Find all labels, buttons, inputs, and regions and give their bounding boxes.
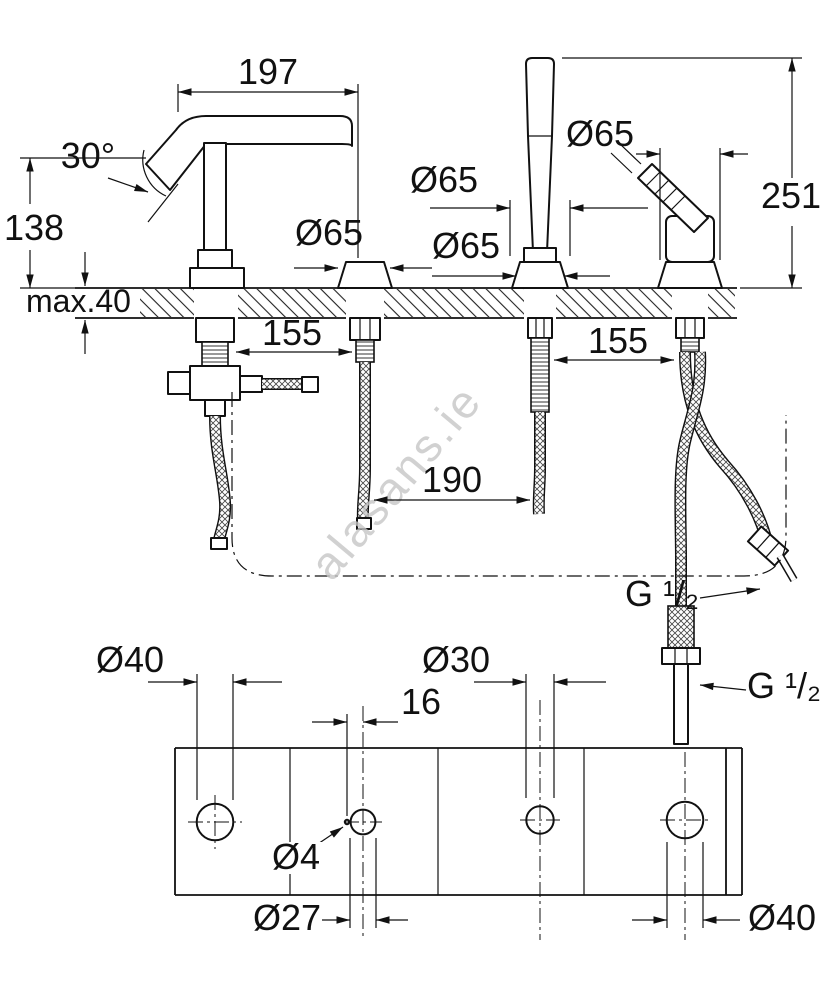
dim-spout-reach: 197 — [238, 51, 298, 92]
dim-thread-tail: G ¹/₂ — [747, 665, 821, 706]
dim-escutcheon-3-upper: Ø65 — [410, 159, 478, 200]
dim-deck-thickness: max.40 — [26, 283, 131, 319]
valve-trim — [337, 261, 393, 530]
dim-hole-spout: Ø40 — [96, 639, 164, 680]
dim-hole-mixer: Ø40 — [748, 897, 816, 938]
dim-escutcheon-2: Ø65 — [295, 212, 363, 253]
dim-escutcheon-4: Ø65 — [566, 113, 634, 154]
dim-pin-offset: 16 — [401, 681, 441, 722]
dim-spacing-155-right: 155 — [588, 320, 648, 361]
tail-connector — [661, 605, 701, 745]
spray-angle-line — [147, 183, 179, 223]
deck-section — [75, 286, 737, 320]
dimensions-side: 197 30° 138 max.40 Ø65 Ø65 — [4, 51, 821, 706]
dimensions-plan: Ø40 Ø30 16 Ø4 Ø27 — [96, 639, 816, 938]
dim-pin-hole: Ø4 — [272, 836, 320, 877]
dim-hole-valve: Ø27 — [253, 897, 321, 938]
angle-arc — [142, 149, 167, 197]
dim-spacing-190: 190 — [422, 459, 482, 500]
mixer — [610, 143, 798, 745]
clearance-outline — [231, 392, 787, 577]
dim-spacing-155-left: 155 — [262, 312, 322, 353]
dim-thread-hose: G ¹/₂ — [625, 573, 699, 614]
dim-spout-angle: 30° — [61, 135, 115, 176]
mixer-lever — [637, 163, 709, 233]
dim-escutcheon-3: Ø65 — [432, 225, 500, 266]
deck-plan — [174, 747, 743, 896]
spout-underdeck — [167, 317, 319, 550]
dim-height-138: 138 — [4, 207, 64, 248]
hand-shower — [511, 57, 569, 515]
dim-hole-shower: Ø30 — [422, 639, 490, 680]
mounting-holes — [188, 700, 710, 940]
plan-view: Ø40 Ø30 16 Ø4 Ø27 — [96, 639, 816, 940]
dim-height-251: 251 — [761, 175, 821, 216]
spout — [142, 115, 353, 289]
